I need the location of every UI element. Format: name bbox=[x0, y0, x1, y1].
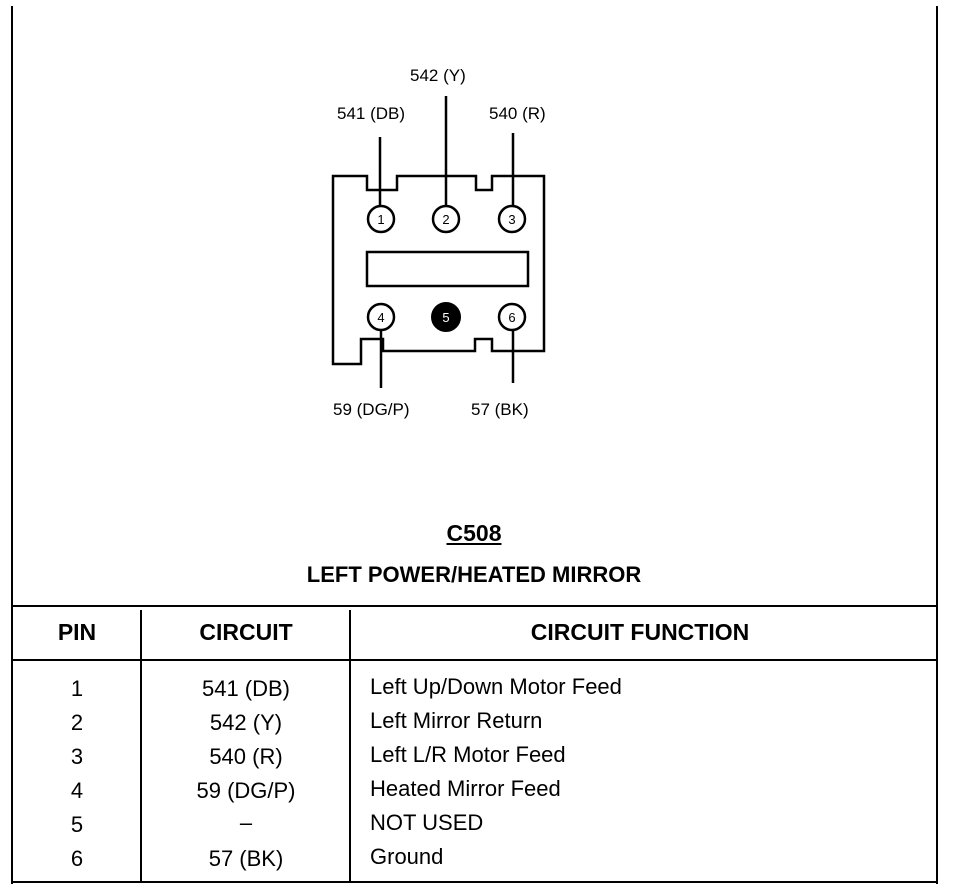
cell-pin: 1 bbox=[70, 676, 84, 701]
cell-function: Left Mirror Return bbox=[370, 708, 543, 733]
cell-circuit: – bbox=[239, 810, 253, 835]
svg-text:2: 2 bbox=[442, 212, 449, 227]
wire-label-pin3: 540 (R) bbox=[489, 104, 546, 123]
wire-label-pin1: 541 (DB) bbox=[337, 104, 406, 123]
svg-text:5: 5 bbox=[442, 310, 449, 325]
cell-function: Ground bbox=[370, 844, 444, 869]
header-circuit: CIRCUIT bbox=[199, 619, 293, 645]
connector-title: LEFT POWER/HEATED MIRROR bbox=[306, 562, 642, 587]
connector-latch-window bbox=[365, 250, 530, 288]
svg-text:6: 6 bbox=[508, 310, 515, 325]
pin-3: 3 bbox=[497, 204, 527, 234]
pin-6: 6 bbox=[497, 302, 527, 332]
cell-pin: 2 bbox=[70, 710, 84, 735]
cell-pin: 5 bbox=[70, 812, 84, 837]
cell-function: Heated Mirror Feed bbox=[370, 776, 561, 801]
pin-5: 5 bbox=[431, 302, 461, 332]
cell-circuit: 59 (DG/P) bbox=[196, 778, 296, 803]
header-pin: PIN bbox=[57, 619, 97, 645]
pin-2: 2 bbox=[431, 204, 461, 234]
cell-pin: 3 bbox=[70, 744, 84, 769]
wire-label-pin4: 59 (DG/P) bbox=[333, 400, 410, 419]
connector-id: C508 bbox=[446, 520, 502, 546]
cell-circuit: 541 (DB) bbox=[201, 676, 291, 701]
svg-text:3: 3 bbox=[508, 212, 515, 227]
cell-circuit: 540 (R) bbox=[209, 744, 283, 769]
cell-circuit: 57 (BK) bbox=[208, 846, 284, 871]
pin-4: 4 bbox=[366, 302, 396, 332]
cell-circuit: 542 (Y) bbox=[209, 710, 283, 735]
cell-function: NOT USED bbox=[370, 810, 484, 835]
svg-text:4: 4 bbox=[377, 310, 384, 325]
cell-function: Left Up/Down Motor Feed bbox=[370, 674, 622, 699]
pin-1: 1 bbox=[366, 204, 396, 234]
cell-pin: 6 bbox=[70, 846, 84, 871]
header-circuit-function: CIRCUIT FUNCTION bbox=[530, 619, 750, 645]
svg-text:1: 1 bbox=[377, 212, 384, 227]
wire-label-pin6: 57 (BK) bbox=[471, 400, 529, 419]
cell-function: Left L/R Motor Feed bbox=[370, 742, 566, 767]
wire-label-pin2: 542 (Y) bbox=[410, 66, 466, 85]
cell-pin: 4 bbox=[70, 778, 84, 803]
